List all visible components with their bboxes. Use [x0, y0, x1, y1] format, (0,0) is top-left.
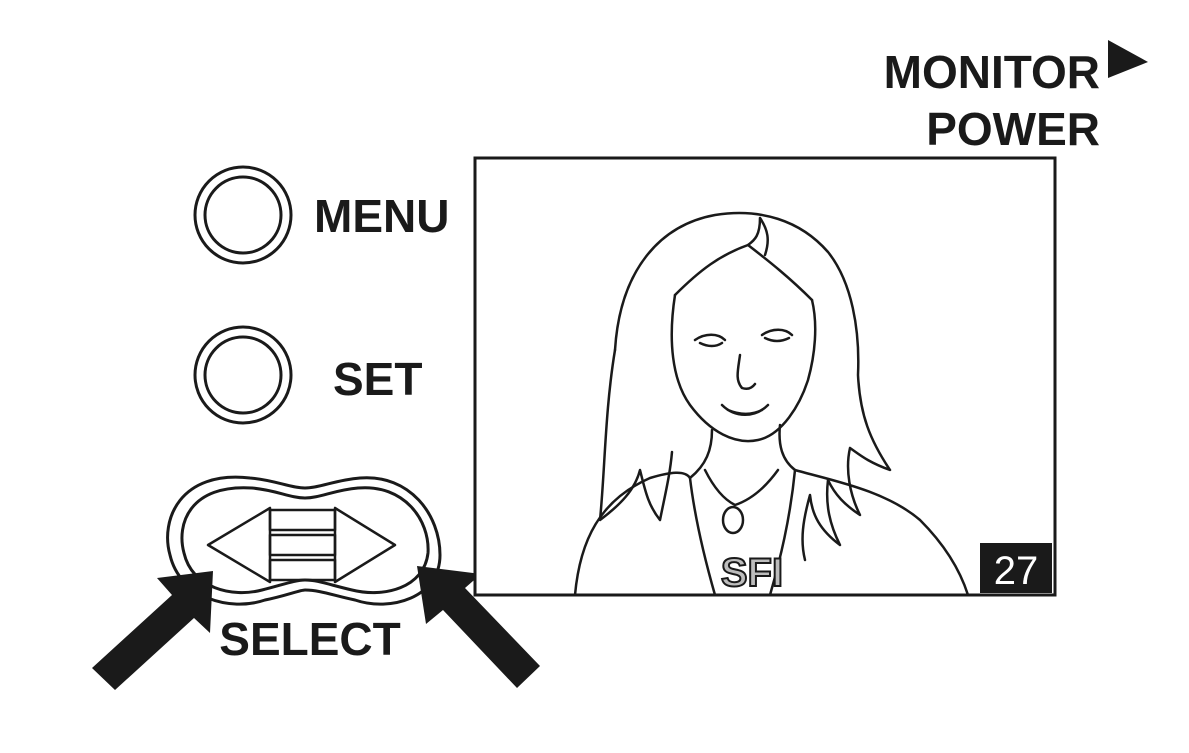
hair-outline — [613, 211, 892, 562]
menu-label: MENU — [314, 190, 449, 242]
left-right-rocker-icon — [166, 475, 442, 606]
set-button[interactable]: SET — [193, 325, 422, 425]
eye-right — [760, 328, 794, 343]
circle-button-icon — [193, 165, 293, 265]
rocker-center-bottom — [268, 558, 337, 582]
circle-button-inner — [203, 175, 283, 255]
monitor-power-group[interactable]: MONITOR POWER — [884, 40, 1148, 155]
neck — [688, 423, 797, 480]
arrow-left-icon — [206, 506, 272, 584]
rocker-center-mid — [268, 533, 337, 557]
rocker-center-top — [268, 508, 337, 532]
menu-button[interactable]: MENU — [193, 165, 449, 265]
hair-part — [746, 216, 769, 257]
monitor-power-label-line2: POWER — [926, 103, 1100, 155]
nose — [736, 353, 757, 391]
hair-front — [673, 243, 814, 302]
select-rocker-inner — [180, 486, 430, 595]
select-label: SELECT — [219, 613, 400, 665]
eye-left — [693, 333, 727, 348]
arrow-up-right-icon — [92, 571, 213, 690]
select-rocker[interactable]: SELECT — [166, 475, 442, 665]
face-outline — [670, 293, 817, 443]
circle-button-icon — [193, 325, 293, 425]
necklace — [703, 468, 780, 507]
monitor-power-label-line1: MONITOR — [884, 46, 1100, 98]
body-outline — [573, 468, 970, 597]
frame-count: 27 — [994, 549, 1039, 593]
screen-frame — [473, 156, 1057, 597]
mouth — [720, 403, 770, 416]
portrait-illustration — [573, 211, 970, 597]
circle-button-inner — [203, 335, 283, 415]
arrow-up-left-icon — [417, 566, 540, 688]
mode-indicator: SFI — [721, 551, 783, 595]
triangle-right-icon — [1108, 40, 1148, 78]
arrow-right-icon — [333, 506, 397, 584]
collar — [688, 468, 797, 597]
necklace-pendant — [721, 505, 745, 535]
set-label: SET — [333, 353, 422, 405]
frame-count-badge — [980, 543, 1052, 593]
pointer-arrows — [92, 566, 540, 690]
lcd-screen: SFI 27 — [473, 156, 1057, 597]
hair-left — [598, 348, 674, 522]
